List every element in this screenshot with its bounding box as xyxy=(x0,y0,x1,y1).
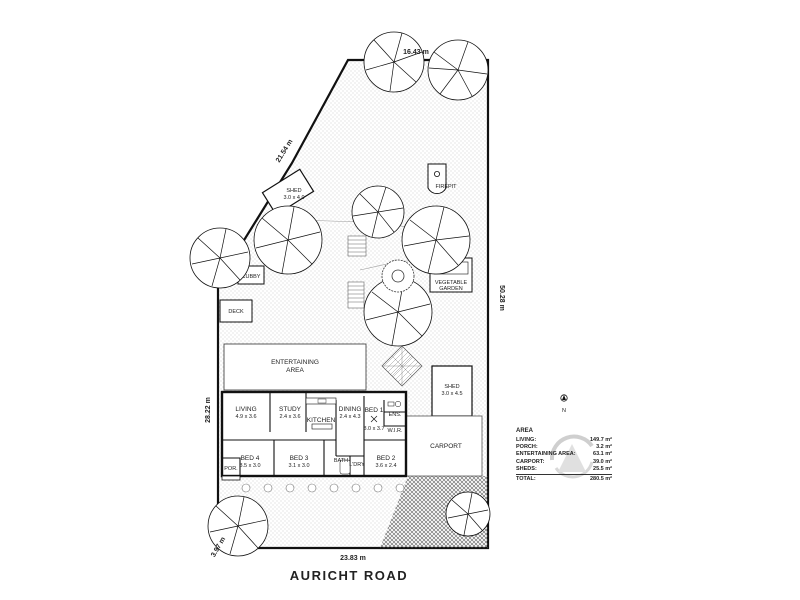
diamond-paving xyxy=(381,345,423,387)
entertaining-area xyxy=(223,343,367,391)
rooms-ldry-name-label: L'DRY xyxy=(349,462,365,468)
area-cell: 25.5 m² xyxy=(593,465,612,472)
dimensions-top-label: 16.43 m xyxy=(403,49,429,56)
north-arrow-icon: N xyxy=(560,394,568,414)
north_label-label: N xyxy=(562,408,566,414)
area-cell: LIVING: xyxy=(516,437,537,443)
tree-top-right xyxy=(427,39,489,101)
labels-carport-label: CARPORT xyxy=(430,443,462,450)
tree-far-left xyxy=(189,227,251,289)
agency-logo-icon xyxy=(549,434,594,479)
labels-firepit-label: FIREPIT xyxy=(435,184,457,190)
rooms-living-name-label: LIVING xyxy=(235,406,256,413)
dimensions-bottom-label: 23.83 m xyxy=(340,555,366,562)
rooms-bed4-size-label: 3.5 x 3.0 xyxy=(239,463,260,469)
rooms-ens-name-label: ENS. xyxy=(389,412,402,418)
area-total-row: TOTAL: 280.5 m² xyxy=(516,474,612,483)
rooms-bath-name-label: BATH xyxy=(334,458,348,464)
labels-cubby-label: CUBBY xyxy=(242,274,261,280)
tree-center xyxy=(363,277,433,347)
tree-bottom-right xyxy=(445,491,491,537)
road-name: AURICHT ROAD xyxy=(290,568,408,583)
deck xyxy=(219,299,253,323)
dimensions-diagonal-label: 21.54 m xyxy=(275,138,295,163)
rooms-por-name-label: POR. xyxy=(224,466,238,472)
labels-shed_top_name-label: SHED xyxy=(286,188,301,194)
tree-bottom-left xyxy=(207,495,269,557)
labels-vegetable_line1-label: VEGETABLE xyxy=(435,280,468,286)
shed-top xyxy=(261,168,315,216)
rooms-bed1-name-label: BED 1 xyxy=(365,407,384,414)
labels-vegetable_line2-label: GARDEN xyxy=(439,286,463,292)
rooms-wir-name-label: W.I.R. xyxy=(388,428,403,434)
area-row: LIVING: 149.7 m² xyxy=(516,437,612,444)
area-row: PORCH: 3.2 m² xyxy=(516,444,612,451)
area-cell: ENTERTAINING AREA: xyxy=(516,451,576,458)
area-cell: 280.5 m² xyxy=(589,476,612,483)
area-row: SHEDS: 25.5 m² xyxy=(516,466,612,473)
rooms-bed1-size-label: 3.0 x 3.7 xyxy=(363,426,384,432)
tree-top-left xyxy=(363,31,425,93)
rooms-dining-size-label: 2.4 x 4.3 xyxy=(339,414,360,420)
dimensions-right-label: 50.28 m xyxy=(498,285,505,311)
area-title: AREA xyxy=(516,428,534,434)
rooms-living-size-label: 4.9 x 3.6 xyxy=(235,414,256,420)
area-cell: SHEDS: xyxy=(516,465,537,472)
rooms-study-name-label: STUDY xyxy=(279,406,302,413)
rooms-bed3-size-label: 3.1 x 3.0 xyxy=(288,463,309,469)
trees xyxy=(189,31,491,557)
rooms-study-size-label: 2.4 x 3.6 xyxy=(279,414,300,420)
rooms-bed2-size-label: 3.6 x 2.4 xyxy=(375,463,396,469)
rooms-bed2-name-label: BED 2 xyxy=(377,455,396,462)
area-cell: CARPORT: xyxy=(516,458,545,465)
area-cell: TOTAL: xyxy=(516,476,536,483)
area-cell: 63.1 m² xyxy=(593,451,612,458)
rooms-dining-name-label: DINING xyxy=(339,406,362,413)
area-cell: 39.0 m² xyxy=(593,458,612,465)
firepit xyxy=(427,163,447,195)
labels-entertaining_line1-label: ENTERTAINING xyxy=(271,359,319,366)
area-table: AREA LIVING: 149.7 m² PORCH: 3.2 m² ENTERT… xyxy=(516,428,612,483)
house-floorplan xyxy=(220,390,408,481)
labels-shed_right_size-label: 3.0 x 4.5 xyxy=(441,391,462,397)
labels-deck-label: DECK xyxy=(228,309,244,315)
area-cell: PORCH: xyxy=(516,444,538,451)
area-row: CARPORT: 39.0 m² xyxy=(516,459,612,466)
front-hedge xyxy=(241,483,405,493)
tree-mid xyxy=(351,185,405,239)
labels-shed_right_name-label: SHED xyxy=(444,384,459,390)
area-cell: 3.2 m² xyxy=(596,444,612,451)
dimensions-left-label: 28.22 m xyxy=(205,397,212,423)
rooms-bed3-name-label: BED 3 xyxy=(290,455,309,462)
shrub-veg xyxy=(381,259,415,293)
area-row: ENTERTAINING AREA: 63.1 m² xyxy=(516,451,612,458)
garden-steps xyxy=(347,235,367,309)
labels-shed_top_size-label: 3.0 x 4.0 xyxy=(283,195,304,201)
tree-mid-left xyxy=(253,205,323,275)
shed-right xyxy=(431,365,473,417)
area-cell: 149.7 m² xyxy=(589,437,612,443)
rooms-bed4-name-label: BED 4 xyxy=(241,455,260,462)
room-labels: LIVING 4.9 x 3.6 STUDY 2.4 x 3.6 KITCHEN… xyxy=(224,406,403,472)
rooms-kitchen-name-label: KITCHEN xyxy=(307,417,336,424)
tree-right xyxy=(401,205,471,275)
labels-entertaining_line2-label: AREA xyxy=(286,367,304,374)
